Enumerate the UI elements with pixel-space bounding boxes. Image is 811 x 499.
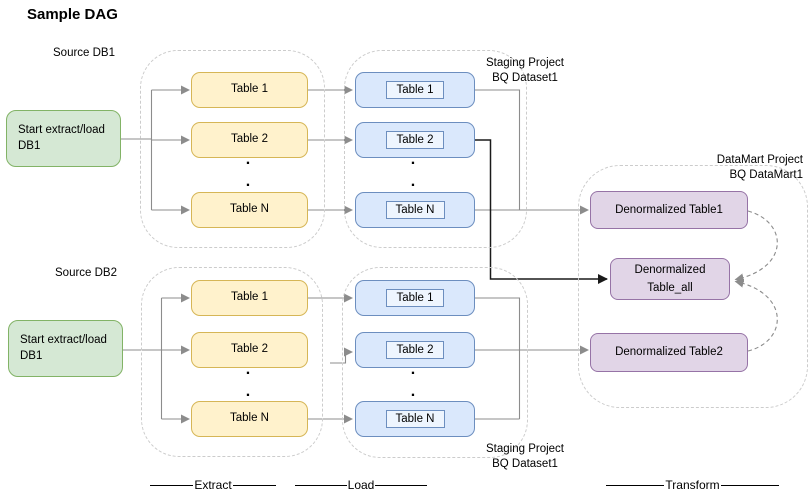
load-group-1-container	[344, 50, 527, 248]
node-label: Table N	[385, 200, 445, 220]
p1-load-table-2: Table 2	[355, 122, 475, 158]
ellipsis-dot: .	[410, 173, 416, 190]
start-node-db2: Start extract/load DB1	[8, 320, 123, 377]
p2-extract-table-2: Table 2	[191, 332, 308, 368]
stage-label-extract: Extract	[150, 478, 276, 492]
p1-load-table-1: Table 1	[355, 72, 475, 108]
stage-label-transform: Transform	[606, 478, 780, 492]
branch-line	[123, 298, 163, 419]
stage-line	[606, 484, 665, 486]
stage-text: Load	[347, 478, 375, 492]
node-label: Denormalized Table1	[615, 203, 723, 216]
node-label: Table N	[385, 409, 445, 429]
node-label: Table 2	[386, 340, 444, 360]
p2-load-table-n: Table N	[355, 401, 475, 437]
ellipsis-dot: .	[245, 361, 251, 378]
node-label: Table 1	[386, 288, 444, 308]
p1-extract-table-1: Table 1	[191, 72, 308, 108]
p1-extract-table-2: Table 2	[191, 122, 308, 158]
node-label: Start extract/load DB1	[20, 333, 107, 362]
stage-line	[375, 484, 428, 486]
extract-group-2-container	[141, 267, 323, 457]
ellipsis-dot: .	[410, 361, 416, 378]
stage-line	[232, 484, 276, 486]
dashed-arc-table2-to-table-all	[734, 278, 778, 352]
denormalized-table2-node: Denormalized Table2	[590, 333, 748, 372]
denormalized-table-all-node: Denormalized Table_all	[610, 258, 730, 300]
extract-group-1-container	[140, 50, 325, 248]
stage-line	[295, 484, 347, 486]
datamart-container	[578, 165, 808, 408]
p2-extract-table-n: Table N	[191, 401, 308, 437]
ellipsis-dot: .	[410, 151, 416, 168]
arrow-to-denormalized-table-all	[475, 139, 608, 284]
source-db1-label: Source DB1	[53, 47, 116, 59]
staging-project-label-1: Staging Project BQ Dataset1	[486, 57, 564, 84]
node-label: Table 2	[386, 130, 444, 150]
p2-extract-table-1: Table 1	[191, 280, 308, 316]
node-label: Table 1	[230, 291, 269, 304]
page-title: Sample DAG	[27, 6, 118, 23]
p2-load-table-2: Table 2	[355, 332, 475, 368]
source-db2-label: Source DB2	[55, 267, 118, 279]
p1-extract-table-n: Table N	[191, 192, 308, 228]
ellipsis-dot: .	[245, 173, 251, 190]
node-label: Start extract/load DB1	[18, 123, 105, 152]
ellipsis-dot: .	[245, 151, 251, 168]
node-label: Table 1	[230, 83, 269, 96]
start-node-db1: Start extract/load DB1	[6, 110, 121, 167]
stage-text: Extract	[194, 478, 232, 492]
node-label: Table 2	[230, 133, 269, 146]
stage-label-load: Load	[295, 478, 428, 492]
ellipsis-dot: .	[410, 383, 416, 400]
datamart-project-label: DataMart Project BQ DataMart1	[716, 154, 803, 181]
node-label: Table 1	[386, 80, 444, 100]
merge-line	[475, 89, 521, 210]
denormalized-table1-node: Denormalized Table1	[590, 191, 748, 229]
node-label: Denormalized Table_all	[634, 263, 706, 294]
arrow-extract-to-load-elbow	[330, 347, 353, 364]
load-group-2-container	[342, 267, 528, 458]
staging-project-label-2: Staging Project BQ Dataset1	[486, 443, 564, 470]
node-label: Table 2	[230, 343, 269, 356]
node-label: Table N	[230, 203, 269, 216]
branch-line	[121, 90, 153, 210]
datamart-feedback-arcs	[734, 210, 778, 352]
p1-load-table-n: Table N	[355, 192, 475, 228]
p2-load-table-1: Table 1	[355, 280, 475, 316]
stage-line	[150, 484, 194, 486]
ellipsis-dot: .	[245, 383, 251, 400]
stage-text: Transform	[665, 478, 720, 492]
node-label: Table N	[230, 412, 269, 425]
stage-line	[720, 484, 780, 486]
node-label: Denormalized Table2	[615, 346, 723, 359]
